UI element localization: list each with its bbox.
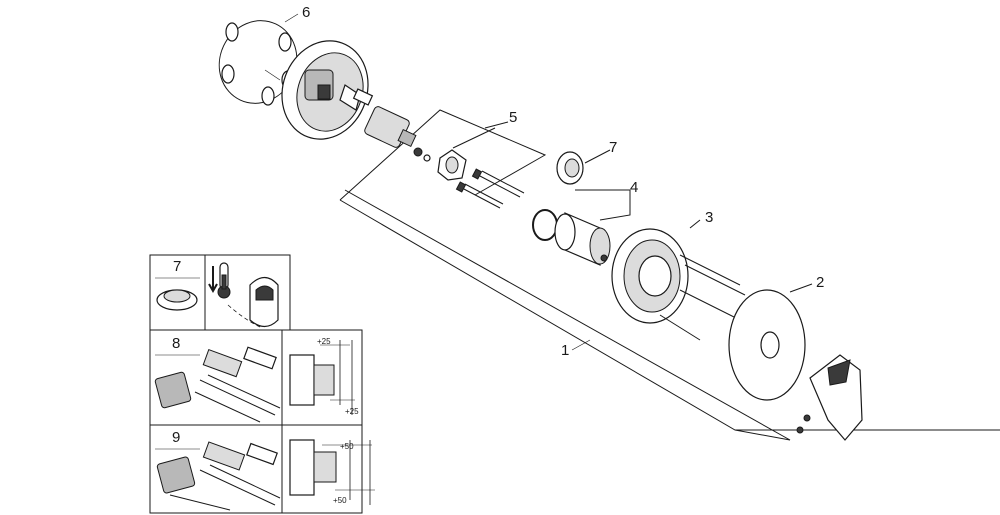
inset-panel: 7 8 +25 [149,254,375,514]
callout-2: 2 [816,274,824,291]
callout-4: 4 [630,179,638,196]
dimension-drawing-8: +25 +25 [289,337,359,416]
part-4-extension-sleeve [532,189,631,266]
cartridge [364,106,431,162]
lever-handle [796,354,863,441]
thermometer-icon [217,262,231,299]
callout-7: 7 [609,139,617,156]
assembly-outline-lines [339,109,1000,441]
dim9-bottom-label: +50 [333,496,347,505]
callout-labels: 6 5 7 4 3 2 1 [284,4,824,359]
part-5-retaining-nut-and-screws [437,121,525,209]
dimension-drawing-9: +50 +50 [289,439,375,505]
valve-body [281,40,374,140]
inset-box-7-number: 7 [173,258,181,275]
callout-3: 3 [705,209,713,226]
arrow-down-icon [208,266,218,294]
inset-box-9-number: 9 [172,429,180,446]
callout-5: 5 [509,109,517,126]
part-2-escutcheon [728,283,813,401]
callout-6: 6 [302,4,310,21]
dim8-top-label: +25 [317,337,331,346]
dim8-bottom-label: +25 [345,407,359,416]
inset-box-9 [149,424,363,514]
dim9-top-label: +50 [340,442,354,451]
callout-1: 1 [561,342,569,359]
inset-box-8-number: 8 [172,335,180,352]
part-3-mounting-plate [611,219,746,341]
part-7-stop-ring [556,149,611,185]
